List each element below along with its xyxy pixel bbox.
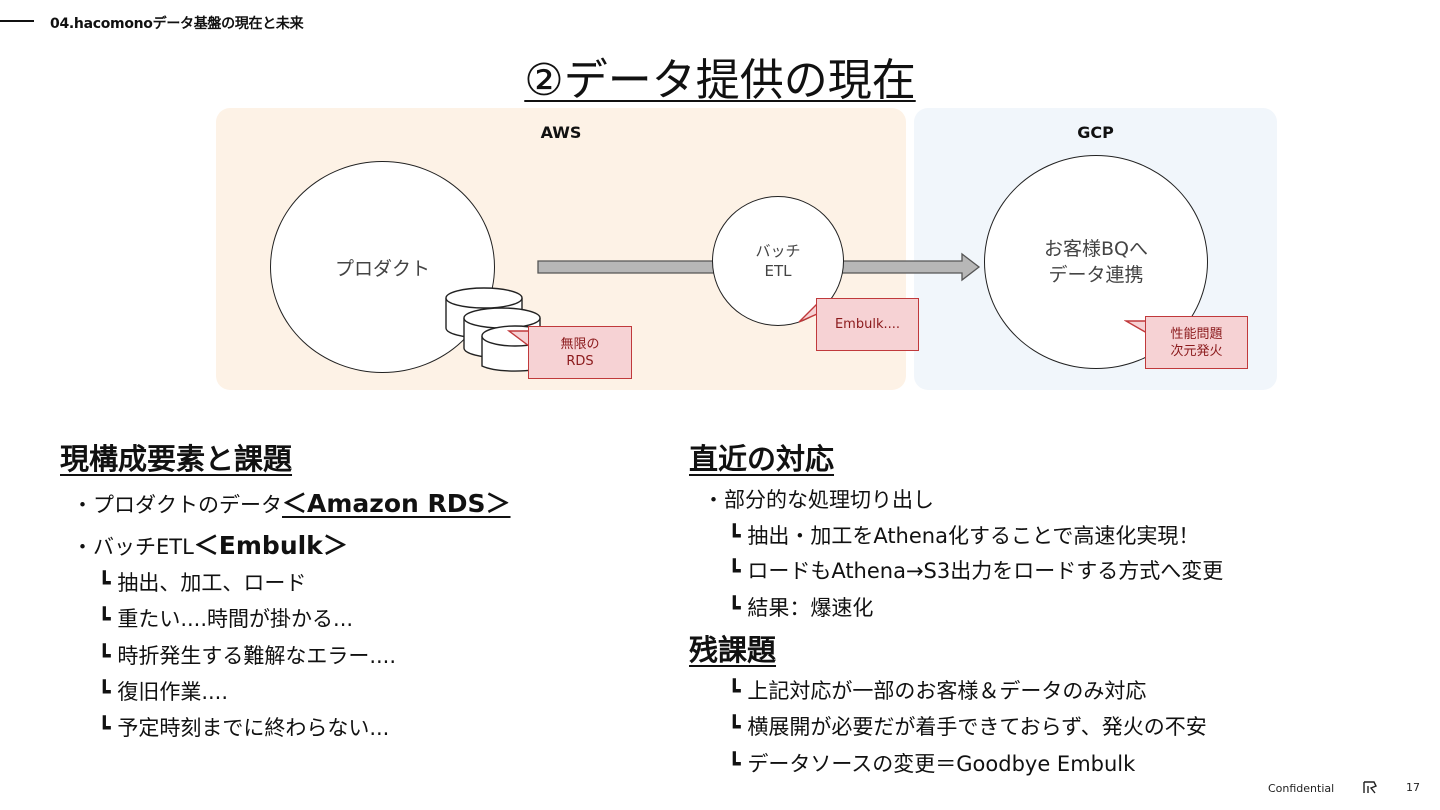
page-title: ②データ提供の現在: [524, 55, 916, 106]
list-item: ┗ 時折発生する難解なエラー....: [98, 644, 397, 668]
page-number: 17: [1406, 781, 1420, 794]
customer-label-line1: お客様BQへ: [1044, 238, 1148, 260]
breadcrumb: 04.hacomonoデータ基盤の現在と未来: [50, 16, 304, 32]
product-label: プロダクト: [334, 257, 430, 280]
etl-label: ETL: [764, 262, 792, 280]
performance-callout: 性能問題 次元発火: [1145, 316, 1248, 369]
gcp-label: GCP: [1077, 123, 1114, 142]
embulk-callout: Embulk....: [816, 298, 919, 351]
recent-actions-title: 直近の対応: [689, 442, 835, 476]
left-item-batch-etl: ・バッチETL＜Embulk＞: [72, 531, 348, 560]
current-components-title: 現構成要素と課題: [60, 442, 293, 476]
product-circle: プロダクト: [270, 161, 495, 373]
list-item: ┗ データソースの変更＝Goodbye Embulk: [728, 752, 1136, 776]
batch-label: バッチ: [755, 242, 801, 260]
right-item-partial-extraction: ・部分的な処理切り出し: [703, 488, 934, 512]
list-item: ┗ 結果：爆速化: [728, 596, 874, 620]
list-item: ┗ 横展開が必要だが着手できておらず、発火の不安: [728, 715, 1207, 739]
confidential-label: Confidential: [1268, 782, 1335, 795]
company-logo-icon: [1363, 781, 1377, 794]
rds-callout: 無限の RDS: [528, 326, 632, 379]
list-item: ┗ 復旧作業....: [98, 680, 229, 704]
list-item: ┗ 予定時刻までに終わらない...: [98, 716, 390, 740]
left-item-product-data: ・プロダクトのデータ＜Amazon RDS＞: [72, 489, 511, 518]
remaining-issues-title: 残課題: [689, 633, 777, 667]
aws-label: AWS: [540, 123, 582, 142]
amazon-rds-label: ＜Amazon RDS＞: [282, 489, 511, 518]
list-item: ┗ ロードもAthena→S3出力をロードする方式へ変更: [728, 559, 1224, 583]
embulk-label: ＜Embulk＞: [193, 531, 348, 560]
list-item: ┗ 重たい....時間が掛かる...: [98, 607, 354, 631]
customer-label-line2: データ連携: [1048, 264, 1144, 286]
list-item: ┗ 抽出・加工をAthena化することで高速化実現！: [728, 524, 1200, 548]
list-item: ┗ 抽出、加工、ロード: [98, 571, 307, 595]
list-item: ┗ 上記対応が一部のお客様＆データのみ対応: [728, 679, 1147, 703]
header-rule: [0, 20, 34, 22]
